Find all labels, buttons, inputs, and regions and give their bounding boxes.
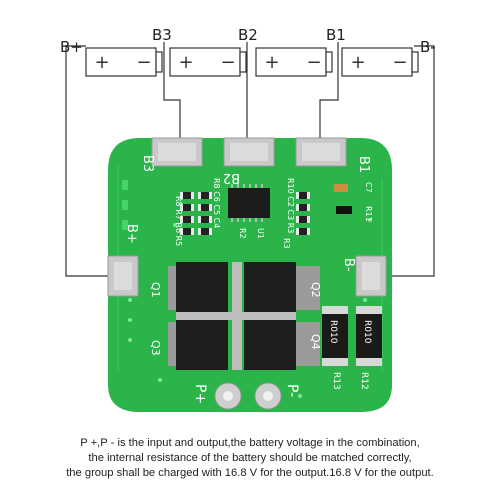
pcb-label-rc-left-2: R8 R7 R6 R5 (174, 196, 183, 246)
top-pads (151, 137, 347, 167)
pcb-label-q4: Q4 (309, 334, 322, 350)
label-b1: B1 (326, 26, 346, 44)
battery-cell-1 (85, 47, 163, 77)
pcb-label-p-plus: P+ (192, 384, 208, 404)
pcb-label-b1: B1 (356, 156, 371, 173)
pcb-label-p-minus: P- (284, 384, 300, 397)
caption: P +,P - is the input and output,the batt… (0, 436, 500, 481)
pcb-label-q1: Q1 (149, 282, 162, 298)
label-b2: B2 (238, 26, 258, 44)
mosfet-q3 (168, 318, 228, 370)
battery-cells (85, 47, 419, 77)
ic-u1 (228, 184, 270, 222)
mosfets (168, 262, 320, 370)
cell-3-plus: + (264, 52, 279, 73)
label-b-minus: B- (420, 38, 436, 56)
pcb-label-r2: R2 (238, 228, 247, 239)
cell-2-minus: − (220, 52, 235, 73)
pcb-label-b-minus: B- (341, 258, 356, 272)
cell-4-minus: − (392, 52, 407, 73)
caption-line-2: the internal resistance of the battery s… (88, 452, 412, 464)
cell-1-minus: − (136, 52, 151, 73)
caption-line-3: the group shall be charged with 16.8 V f… (66, 467, 434, 479)
pcb-label-b3: B3 (140, 155, 155, 172)
pcb-label-b2: B2 (223, 170, 240, 185)
label-b-plus: B+ (60, 38, 83, 56)
cell-4-plus: + (350, 52, 365, 73)
label-b3: B3 (152, 26, 172, 44)
pcb-label-c7: C7 (364, 182, 373, 193)
r13-value: R010 (328, 320, 338, 344)
pcb-label-r12: R12 (359, 372, 369, 390)
pcb-label-rc-left-1: R8 C6 C5 C4 (212, 178, 221, 228)
smd-left-group (180, 192, 212, 235)
pcb-label-rc-right: R10 C2 C3 R3 (286, 178, 295, 233)
sense-resistors (322, 306, 382, 366)
cell-1-plus: + (94, 52, 109, 73)
battery-cell-2 (169, 47, 247, 77)
battery-cell-4 (341, 47, 419, 77)
pcb-label-b-plus: B+ (124, 224, 139, 244)
mosfet-q2 (244, 262, 320, 314)
mosfet-q1 (168, 262, 228, 314)
r12-value: R010 (362, 320, 372, 344)
caption-line-1: P +,P - is the input and output,the batt… (80, 437, 420, 449)
pcb-label-r11: R11 (364, 206, 373, 222)
mosfet-q4 (244, 318, 320, 370)
pcb-label-q2: Q2 (309, 282, 322, 298)
pcb-label-q3: Q3 (149, 340, 162, 356)
wiring (65, 42, 435, 277)
output-terminals (214, 382, 282, 410)
pcb-label-u1: U1 (256, 228, 265, 239)
cell-3-minus: − (306, 52, 321, 73)
cell-2-plus: + (178, 52, 193, 73)
battery-cell-3 (255, 47, 333, 77)
smd-right-group (296, 184, 352, 235)
pcb-label-r3: R3 (282, 238, 291, 249)
pcb-label-r13: R13 (331, 372, 341, 390)
